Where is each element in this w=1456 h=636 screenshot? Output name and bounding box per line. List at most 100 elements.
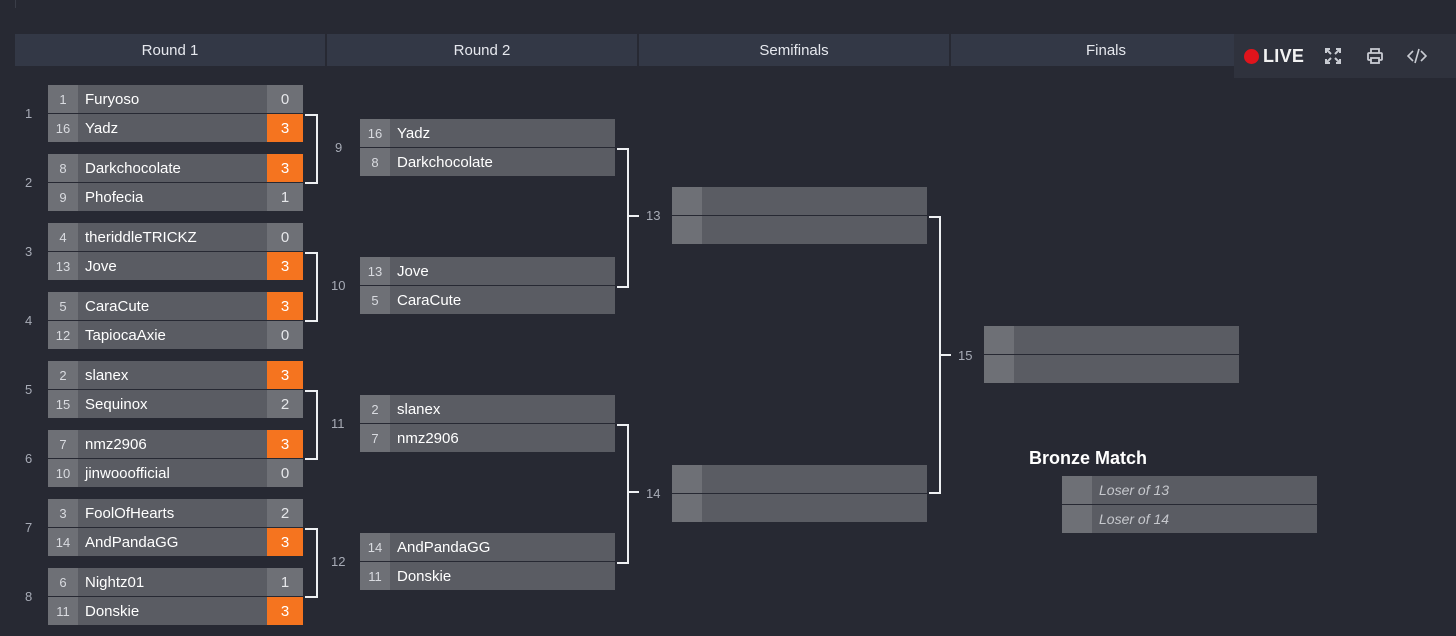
score: 3 bbox=[267, 430, 303, 458]
fullscreen-icon bbox=[1325, 48, 1342, 64]
slot-r1m3-p2[interactable]: 13 Jove 3 bbox=[48, 252, 303, 280]
slot-r1m6-p1[interactable]: 7 nmz2906 3 bbox=[48, 430, 303, 458]
score: 0 bbox=[267, 85, 303, 113]
player-name bbox=[702, 494, 927, 522]
player-name: nmz2906 bbox=[397, 429, 459, 447]
slot-r1m5-p1[interactable]: 2 slanex 3 bbox=[48, 361, 303, 389]
match-number: 14 bbox=[646, 486, 661, 501]
player-name: AndPandaGG bbox=[85, 533, 179, 551]
seed bbox=[672, 187, 702, 215]
seed bbox=[672, 216, 702, 244]
slot-r1m6-p2[interactable]: 10 jinwooofficial 0 bbox=[48, 459, 303, 487]
score: 3 bbox=[267, 154, 303, 182]
seed bbox=[1062, 505, 1092, 533]
player-name: slanex bbox=[85, 366, 129, 384]
slot-r1m3-p1[interactable]: 4 theriddleTRICKZ 0 bbox=[48, 223, 303, 251]
slot-final-p2[interactable] bbox=[984, 355, 1239, 383]
seed: 14 bbox=[48, 528, 78, 556]
record-dot-icon bbox=[1244, 48, 1259, 64]
player-name: AndPandaGG bbox=[397, 538, 491, 556]
slot-r1m1-p1[interactable]: 1 Furyoso 0 bbox=[48, 85, 303, 113]
slot-sf14-p2[interactable] bbox=[672, 494, 927, 522]
row-label: 3 bbox=[25, 244, 33, 259]
fullscreen-button[interactable] bbox=[1320, 43, 1346, 69]
player-name: FoolOfHearts bbox=[85, 504, 175, 522]
player-name: CaraCute bbox=[85, 297, 150, 315]
player-name: jinwooofficial bbox=[85, 464, 170, 482]
row-label: 4 bbox=[25, 313, 33, 328]
embed-code-button[interactable] bbox=[1404, 43, 1430, 69]
seed bbox=[672, 465, 702, 493]
slot-bronze-p2[interactable]: Loser of 14 bbox=[1062, 505, 1317, 533]
slot-sf13-p2[interactable] bbox=[672, 216, 927, 244]
player-name bbox=[702, 216, 927, 244]
row-label: 1 bbox=[25, 106, 33, 121]
round-header-2: Round 2 bbox=[327, 34, 637, 66]
top-divider bbox=[15, 0, 16, 8]
live-label: LIVE bbox=[1263, 45, 1305, 66]
seed: 12 bbox=[48, 321, 78, 349]
seed: 5 bbox=[360, 286, 390, 314]
seed: 1 bbox=[48, 85, 78, 113]
bracket-connector bbox=[305, 390, 318, 460]
score: 3 bbox=[267, 252, 303, 280]
seed: 11 bbox=[360, 562, 390, 590]
slot-r1m2-p2[interactable]: 9 Phofecia 1 bbox=[48, 183, 303, 211]
score: 0 bbox=[267, 321, 303, 349]
player-name: Yadz bbox=[397, 124, 431, 142]
seed: 13 bbox=[48, 252, 78, 280]
slot-sf14-p1[interactable] bbox=[672, 465, 927, 493]
slot-r1m4-p2[interactable]: 12 TapiocaAxie 0 bbox=[48, 321, 303, 349]
seed bbox=[1062, 476, 1092, 504]
bracket-connector bbox=[305, 114, 318, 184]
slot-r1m2-p1[interactable]: 8 Darkchocolate 3 bbox=[48, 154, 303, 182]
player-name bbox=[702, 187, 927, 215]
score: 0 bbox=[267, 459, 303, 487]
slot-r1m8-p1[interactable]: 6 Nightz01 1 bbox=[48, 568, 303, 596]
player-name: Jove bbox=[85, 257, 117, 275]
slot-r2m10-p1[interactable]: 13 Jove bbox=[360, 257, 615, 285]
slot-final-p1[interactable] bbox=[984, 326, 1239, 354]
slot-r2m11-p2[interactable]: 7 nmz2906 bbox=[360, 424, 615, 452]
slot-r2m11-p1[interactable]: 2 slanex bbox=[360, 395, 615, 423]
player-name: Yadz bbox=[85, 119, 119, 137]
player-name: Donskie bbox=[85, 602, 140, 620]
slot-r2m9-p2[interactable]: 8 Darkchocolate bbox=[360, 148, 615, 176]
score: 0 bbox=[267, 223, 303, 251]
slot-r2m12-p2[interactable]: 11 Donskie bbox=[360, 562, 615, 590]
print-button[interactable] bbox=[1362, 43, 1388, 69]
player-name: Darkchocolate bbox=[397, 153, 493, 171]
slot-r2m9-p1[interactable]: 16 Yadz bbox=[360, 119, 615, 147]
slot-r2m10-p2[interactable]: 5 CaraCute bbox=[360, 286, 615, 314]
player-name: slanex bbox=[397, 400, 441, 418]
embed-code-icon bbox=[1407, 48, 1428, 64]
score: 3 bbox=[267, 528, 303, 556]
player-name: nmz2906 bbox=[85, 435, 147, 453]
seed: 11 bbox=[48, 597, 78, 625]
live-button[interactable]: LIVE bbox=[1244, 46, 1304, 67]
match-number: 11 bbox=[331, 416, 345, 431]
seed: 5 bbox=[48, 292, 78, 320]
seed: 8 bbox=[360, 148, 390, 176]
slot-sf13-p1[interactable] bbox=[672, 187, 927, 215]
seed: 8 bbox=[48, 154, 78, 182]
slot-r1m1-p2[interactable]: 16 Yadz 3 bbox=[48, 114, 303, 142]
round-header-finals: Finals bbox=[951, 34, 1261, 66]
slot-r1m7-p2[interactable]: 14 AndPandaGG 3 bbox=[48, 528, 303, 556]
row-label: 6 bbox=[25, 451, 33, 466]
slot-bronze-p1[interactable]: Loser of 13 bbox=[1062, 476, 1317, 504]
player-name: Phofecia bbox=[85, 188, 144, 206]
match-number: 13 bbox=[646, 208, 661, 223]
row-label: 7 bbox=[25, 520, 33, 535]
slot-r1m4-p1[interactable]: 5 CaraCute 3 bbox=[48, 292, 303, 320]
player-name: Furyoso bbox=[85, 90, 140, 108]
seed: 2 bbox=[360, 395, 390, 423]
seed: 10 bbox=[48, 459, 78, 487]
player-placeholder: Loser of 13 bbox=[1099, 482, 1170, 498]
slot-r1m5-p2[interactable]: 15 Sequinox 2 bbox=[48, 390, 303, 418]
seed: 13 bbox=[360, 257, 390, 285]
slot-r1m8-p2[interactable]: 11 Donskie 3 bbox=[48, 597, 303, 625]
slot-r2m12-p1[interactable]: 14 AndPandaGG bbox=[360, 533, 615, 561]
slot-r1m7-p1[interactable]: 3 FoolOfHearts 2 bbox=[48, 499, 303, 527]
seed: 16 bbox=[360, 119, 390, 147]
